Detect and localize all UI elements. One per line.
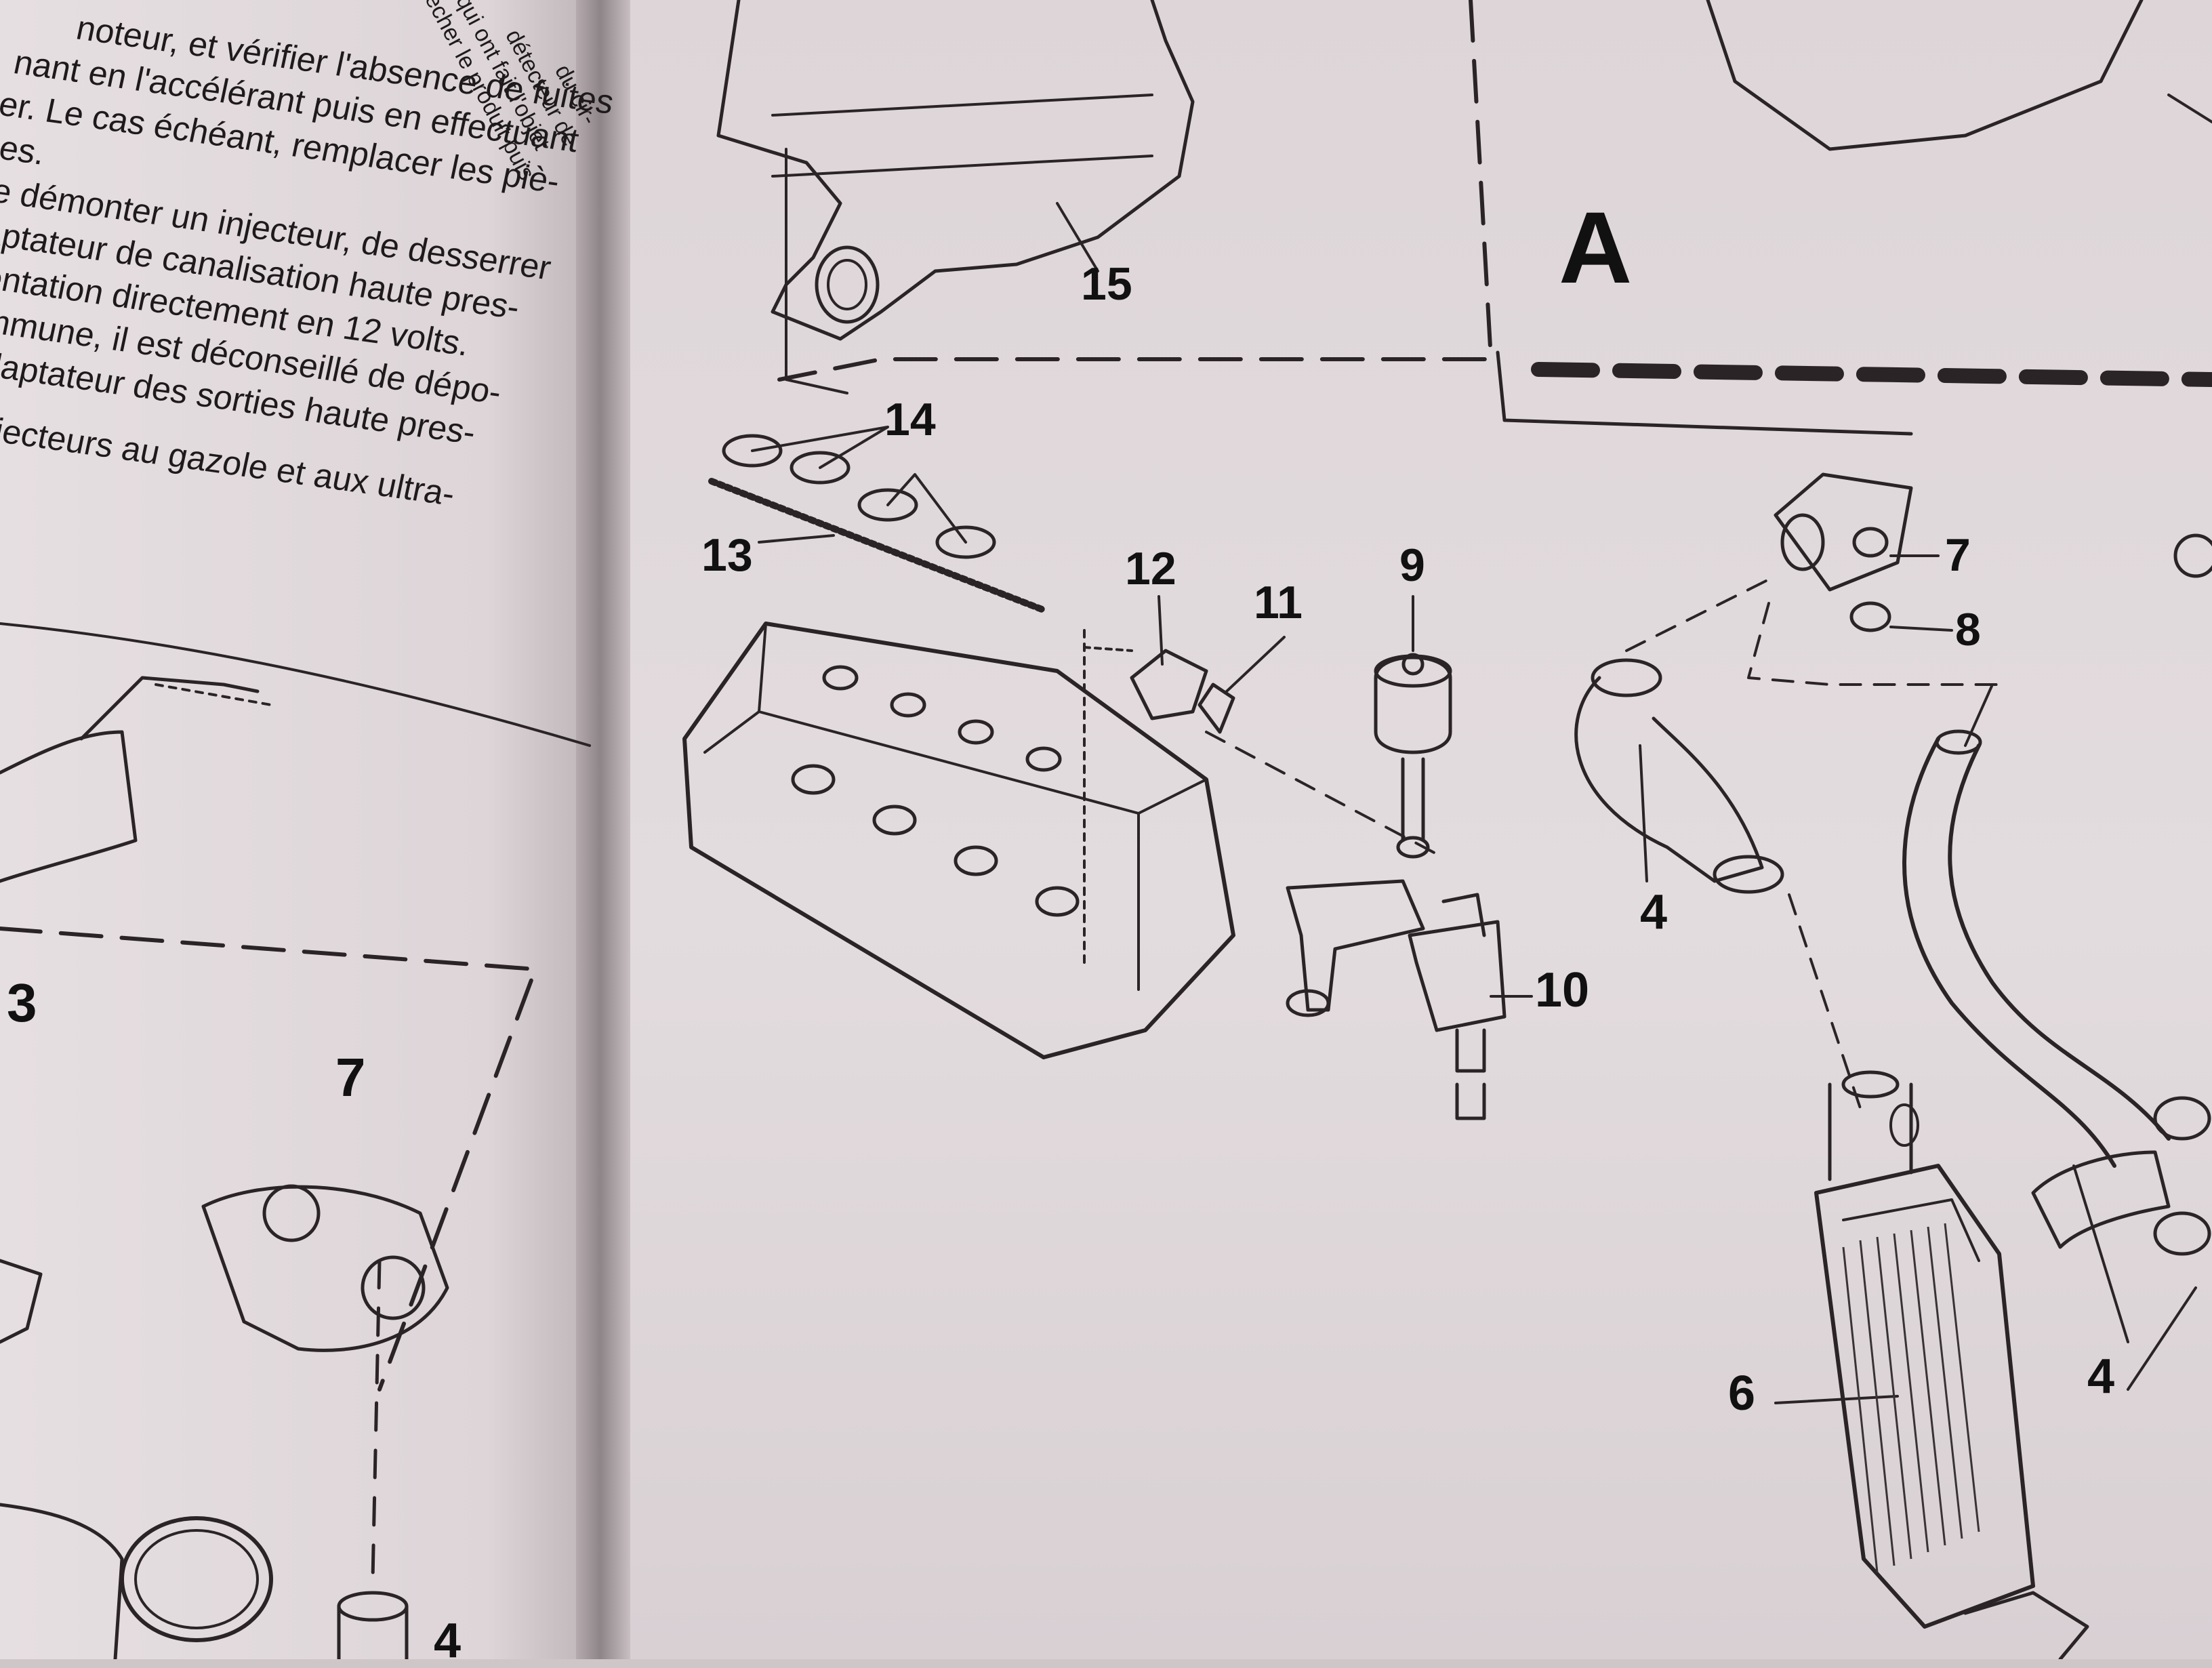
callout-11: 11: [1254, 577, 1303, 628]
left-dashed-line: [0, 927, 537, 1391]
callout-12: 12: [1125, 543, 1176, 594]
part-11-shape: [1197, 683, 1235, 734]
part-7-housing: [1774, 472, 1913, 592]
callout-6: 6: [1728, 1366, 1756, 1421]
left-bracket: [79, 676, 260, 741]
callout-14-leaders: [751, 426, 967, 544]
section-label-a: A: [1559, 190, 1633, 304]
manifold-outline: [716, 0, 1195, 341]
callout-4-lower: 4: [2087, 1349, 2115, 1404]
callout-10: 10: [1535, 963, 1590, 1017]
left-page: [0, 0, 610, 1659]
callout-13: 13: [701, 529, 753, 581]
callout-7-right: 7: [1945, 529, 1971, 581]
section-a-lower-line: [1496, 350, 1913, 436]
part-12-shape: [1130, 649, 1208, 720]
callout-15: 15: [1081, 258, 1132, 310]
part-9-shape: [1374, 655, 1452, 754]
callout-8: 8: [1955, 604, 1981, 655]
callout-4-left: 4: [434, 1614, 462, 1668]
left-vertical-dash: [371, 1259, 382, 1581]
hose-4-top: [1574, 676, 1764, 883]
left-box-border: [0, 622, 591, 747]
section-a-frame: [777, 0, 1493, 382]
callout-3: 3: [7, 973, 37, 1033]
seal-strip: [708, 478, 1047, 613]
intercooler-outline: [1814, 1164, 2035, 1629]
part-10-shape: [1408, 920, 1507, 1032]
left-turbo-outline: [201, 1185, 449, 1352]
book-gutter: [576, 0, 630, 1659]
hose-right-long: [1902, 737, 2116, 1168]
callout-4-upper: 4: [1640, 885, 1668, 939]
right-page: [623, 0, 2212, 1659]
bracket-shape: [1286, 879, 1425, 1012]
left-pipe-outline: [0, 730, 138, 883]
callout-9: 9: [1399, 540, 1425, 591]
intercooler-hatching: [1842, 1223, 1980, 1573]
callout-7-left: 7: [335, 1047, 366, 1107]
callout-14: 14: [884, 394, 936, 445]
cylinder-head-outline: [682, 622, 1235, 1059]
section-a-bold-dash: [1531, 362, 2212, 387]
